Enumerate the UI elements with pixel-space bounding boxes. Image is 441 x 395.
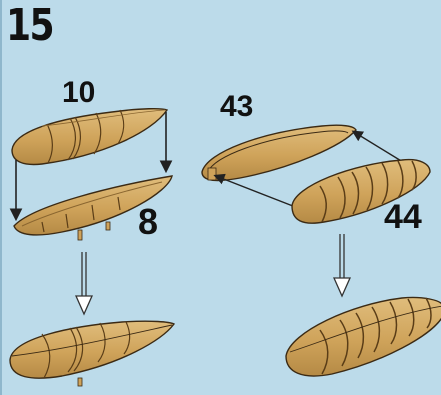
part-10-shape	[12, 109, 167, 165]
part-label-10: 10	[62, 78, 95, 108]
part-label-43: 43	[220, 92, 253, 122]
part-43-shape	[202, 125, 356, 180]
down-arrow-left	[76, 252, 92, 314]
assembled-fuselage-left	[10, 321, 174, 386]
down-arrow-right	[334, 234, 350, 296]
part-label-8: 8	[138, 204, 158, 240]
part-label-44: 44	[384, 200, 422, 234]
assembled-fuselage-right	[286, 297, 441, 376]
step-number: 15	[6, 4, 53, 48]
